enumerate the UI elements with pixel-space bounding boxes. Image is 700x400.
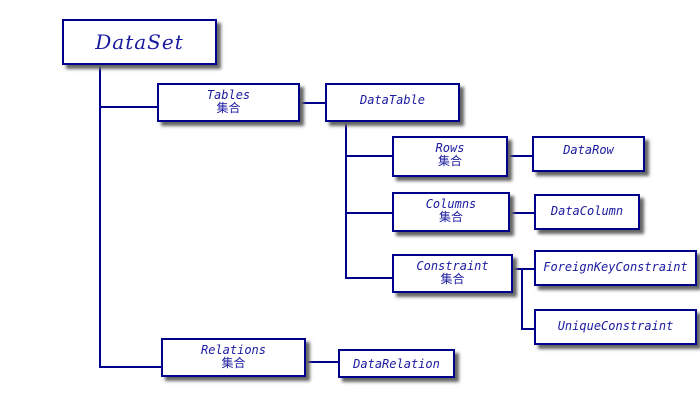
node-sublabel: 集合	[216, 101, 241, 115]
node-columns-collection[interactable]: Columns 集合	[392, 192, 510, 232]
node-label: DataRow	[563, 143, 614, 157]
node-rows-collection[interactable]: Rows 集合	[392, 136, 508, 177]
node-label: DataTable	[359, 93, 426, 107]
connector-constraint-unique-vertical	[521, 268, 523, 330]
connector-constraint-unique	[521, 328, 534, 330]
connector-datatable-constraint	[345, 277, 392, 279]
node-label: ForeignKeyConstraint	[543, 260, 688, 274]
connector-datatable-trunk	[345, 122, 347, 279]
node-label: Rows	[435, 141, 465, 155]
node-label: Columns	[425, 197, 477, 211]
node-sublabel: 集合	[437, 154, 462, 168]
node-foreignkeyconstraint[interactable]: ForeignKeyConstraint	[534, 250, 697, 286]
connector-columns-datacolumn	[510, 212, 534, 214]
connector-rows-datarow	[508, 155, 532, 157]
node-label: DataRelation	[353, 357, 440, 371]
node-sublabel: 集合	[221, 356, 246, 370]
node-label: Tables	[206, 88, 251, 102]
node-sublabel: 集合	[438, 210, 463, 224]
connector-constraint-foreignkey	[513, 268, 534, 270]
node-relations-collection[interactable]: Relations 集合	[161, 338, 306, 377]
node-uniqueconstraint[interactable]: UniqueConstraint	[534, 309, 697, 345]
node-constraint-collection[interactable]: Constraint 集合	[392, 254, 513, 293]
node-label: Relations	[200, 343, 267, 357]
node-dataset[interactable]: DataSet	[62, 19, 217, 65]
node-datatable[interactable]: DataTable	[325, 83, 460, 122]
connector-datatable-rows	[345, 155, 392, 157]
connector-dataset-relations	[99, 366, 161, 368]
connector-datatable-columns	[345, 212, 392, 214]
node-datarelation[interactable]: DataRelation	[338, 349, 455, 378]
node-datacolumn[interactable]: DataColumn	[534, 194, 640, 230]
node-label: DataColumn	[550, 204, 624, 218]
connector-tables-datatable	[300, 102, 325, 104]
connector-relations-datarelation	[306, 361, 338, 363]
node-label: UniqueConstraint	[557, 319, 674, 333]
node-sublabel: 集合	[440, 272, 465, 286]
connector-dataset-tables	[99, 106, 157, 108]
connector-dataset-trunk	[99, 65, 101, 367]
node-datarow[interactable]: DataRow	[532, 136, 645, 172]
node-label: DataSet	[95, 30, 184, 54]
node-label: Constraint	[416, 259, 489, 273]
node-tables-collection[interactable]: Tables 集合	[157, 83, 300, 122]
